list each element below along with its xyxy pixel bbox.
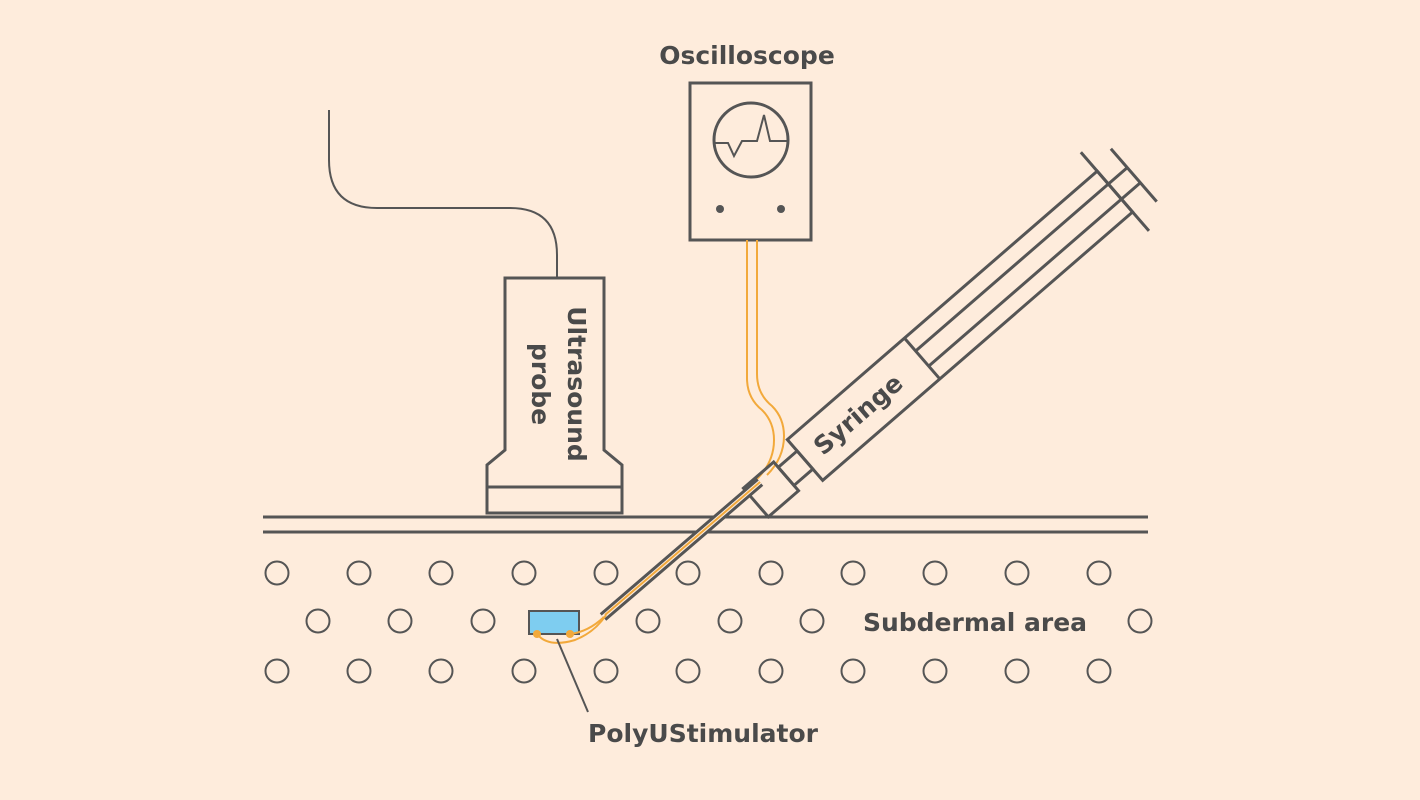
stimulator-wire-outer [536,614,607,644]
probe-label-line1: Ultrasound [562,306,591,462]
tissue-cell [264,560,290,586]
tissue-cell [1127,608,1153,634]
oscilloscope-lead-2 [756,240,786,476]
stimulator-leader-line [556,638,589,713]
oscilloscope-terminal-right [777,205,785,213]
tissue-cell [511,560,537,586]
tissue-cell [511,658,537,684]
polyustimulator [528,610,607,713]
syringe-label: Syringe [808,368,909,461]
subdermal-area-label: Subdermal area [863,608,1087,637]
tissue-cell [1004,658,1030,684]
tissue-cell [1086,560,1112,586]
tissue-cells [264,560,1153,684]
syringe-hub [776,448,815,488]
syringe: Syringe [741,147,1158,520]
tissue-cell [840,658,866,684]
oscilloscope-terminal-left [716,205,724,213]
tissue-cell [922,560,948,586]
oscilloscope: Oscilloscope [659,41,835,242]
ultrasound-probe: Ultrasound probe [485,276,624,515]
tissue-cell [593,560,619,586]
tissue-cell [264,658,290,684]
stimulator-device [528,610,580,635]
tissue-cell [1086,658,1112,684]
probe-cable [328,110,558,278]
syringe-flange [1079,151,1151,232]
tissue-cell [1004,560,1030,586]
stimulator-electrode-right [566,630,574,638]
syringe-plunger-stopper [903,337,941,380]
tissue-cell [305,608,331,634]
tissue-cell [387,608,413,634]
syringe-plunger-handle [1109,147,1158,203]
probe-label-line2: probe [526,343,555,425]
oscilloscope-label: Oscilloscope [659,41,835,70]
tissue-cell [428,560,454,586]
needle [599,478,764,621]
tissue-cell [675,560,701,586]
tissue-cell [758,560,784,586]
tissue-cell [593,658,619,684]
stimulator-electrode-left [533,630,541,638]
tissue-cell [758,658,784,684]
tissue-cell [346,658,372,684]
tissue-cell [717,608,743,634]
tissue-cell [470,608,496,634]
oscilloscope-lead-1 [746,240,776,480]
tissue-cell [799,608,825,634]
tissue-cell [428,658,454,684]
tissue-cell [922,658,948,684]
tissue-cell [675,658,701,684]
waveform-icon [714,114,788,159]
tissue-cell [346,560,372,586]
syringe-hub-collar [741,459,801,520]
tissue-cell [635,608,661,634]
tissue-cell [840,560,866,586]
polyustimulator-label: PolyUStimulator [588,719,819,748]
